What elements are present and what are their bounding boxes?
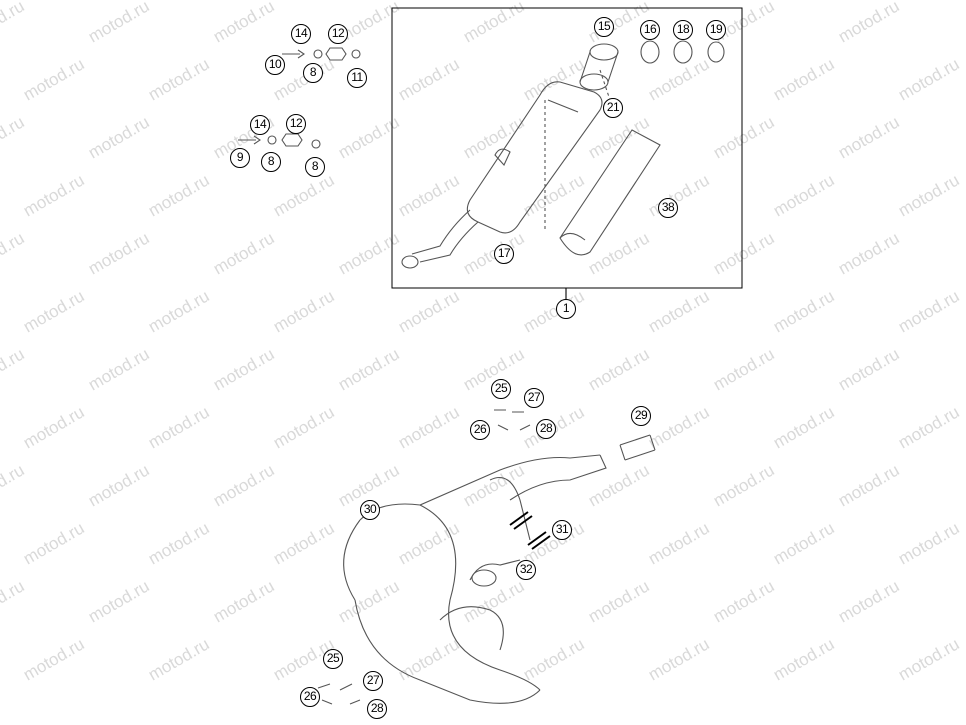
callout-15: 15 [594,17,614,37]
callout-18: 18 [673,20,693,40]
callout-14: 14 [250,115,270,135]
header-pipe-top [359,454,601,521]
callout-26: 26 [470,420,490,440]
callout-12: 12 [328,24,348,44]
callout-29: 29 [631,406,651,426]
callout-8: 8 [305,157,325,177]
heat-guard [559,129,661,256]
callout-21: 21 [603,98,623,118]
silencer-bracket [494,148,511,166]
pipe-joint [471,569,497,587]
callout-9: 9 [230,148,250,168]
ring-18 [673,40,693,64]
callout-26: 26 [300,687,320,707]
ring-16 [640,40,660,64]
bolt-mid [238,135,261,145]
callout-25: 25 [323,649,343,669]
callout-14: 14 [291,24,311,44]
callout-28: 28 [536,419,556,439]
nut-top [325,47,347,61]
callout-8: 8 [303,63,323,83]
callout-27: 27 [363,671,383,691]
hardware-bottom [317,683,361,705]
callout-1: 1 [556,299,576,319]
washer-top [313,49,323,59]
callout-32: 32 [516,560,536,580]
callout-19: 19 [706,20,726,40]
silencer-body [466,81,603,234]
end-cap [589,43,619,61]
callout-27: 27 [524,388,544,408]
callout-11: 11 [347,68,367,88]
callout-17: 17 [494,244,514,264]
callout-16: 16 [640,20,660,40]
callout-8: 8 [261,152,281,172]
silencer-band [547,99,579,113]
callout-12: 12 [286,114,306,134]
callout-25: 25 [491,379,511,399]
callout-10: 10 [265,55,285,75]
callout-30: 30 [360,500,380,520]
callout-38: 38 [658,198,678,218]
callout-28: 28 [367,699,387,719]
hardware-top [494,409,531,431]
silencer-assembly-frame [391,7,743,289]
callout-31: 31 [552,520,572,540]
ring-19 [707,41,725,63]
spring-connector [619,434,656,461]
nut-mid [281,133,303,147]
inlet-pipe [411,209,479,263]
bolt-top [282,49,305,59]
